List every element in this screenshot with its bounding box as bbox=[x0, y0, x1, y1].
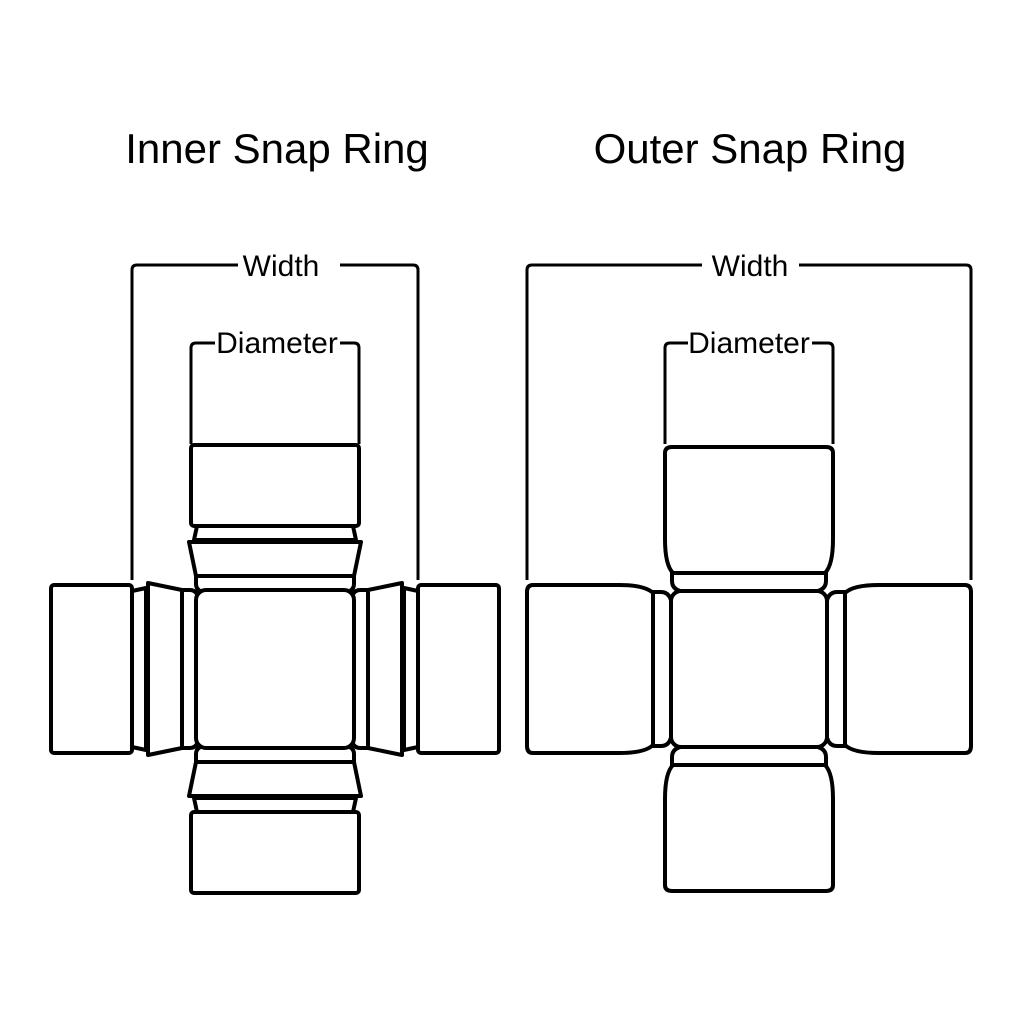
inner-arm-bottom bbox=[187, 743, 363, 895]
outer-arm-bottom bbox=[663, 744, 835, 893]
inner-diameter-label: Diameter bbox=[216, 327, 338, 360]
inner-arm-left bbox=[49, 581, 201, 757]
inner-width-label: Width bbox=[243, 250, 320, 283]
inner-width-bracket-left bbox=[130, 263, 238, 580]
outer-width-dimension: Width bbox=[525, 250, 973, 580]
inner-diameter-bracket-right bbox=[340, 341, 361, 444]
outer-arm-top bbox=[663, 445, 835, 594]
outer-arm-right bbox=[824, 583, 973, 755]
outer-arm-left bbox=[525, 583, 674, 755]
outer-diameter-bracket-right bbox=[812, 341, 835, 444]
outer-width-bracket-right bbox=[799, 263, 973, 580]
inner-diagram-title: Inner Snap Ring bbox=[125, 125, 429, 172]
outer-snap-ring-diagram: Outer Snap Ring Width Diameter bbox=[525, 125, 973, 893]
outer-diagram-title: Outer Snap Ring bbox=[594, 125, 907, 172]
inner-arm-right bbox=[349, 581, 501, 757]
inner-center-body bbox=[194, 588, 356, 750]
inner-width-bracket-right bbox=[340, 263, 420, 580]
outer-diameter-label: Diameter bbox=[688, 327, 810, 360]
inner-snap-ring-diagram: Inner Snap Ring Width Diameter bbox=[49, 125, 501, 895]
inner-diameter-bracket-left bbox=[189, 341, 215, 444]
outer-width-label: Width bbox=[712, 250, 789, 283]
inner-width-dimension: Width bbox=[130, 250, 420, 580]
inner-diameter-dimension: Diameter bbox=[189, 327, 361, 444]
outer-center-body bbox=[669, 589, 829, 749]
outer-diameter-dimension: Diameter bbox=[663, 327, 835, 444]
outer-diameter-bracket-left bbox=[663, 341, 688, 444]
inner-arm-top bbox=[187, 443, 363, 595]
outer-width-bracket-left bbox=[525, 263, 702, 580]
outer-ujoint-cross bbox=[525, 445, 973, 893]
inner-ujoint-cross bbox=[49, 443, 501, 895]
